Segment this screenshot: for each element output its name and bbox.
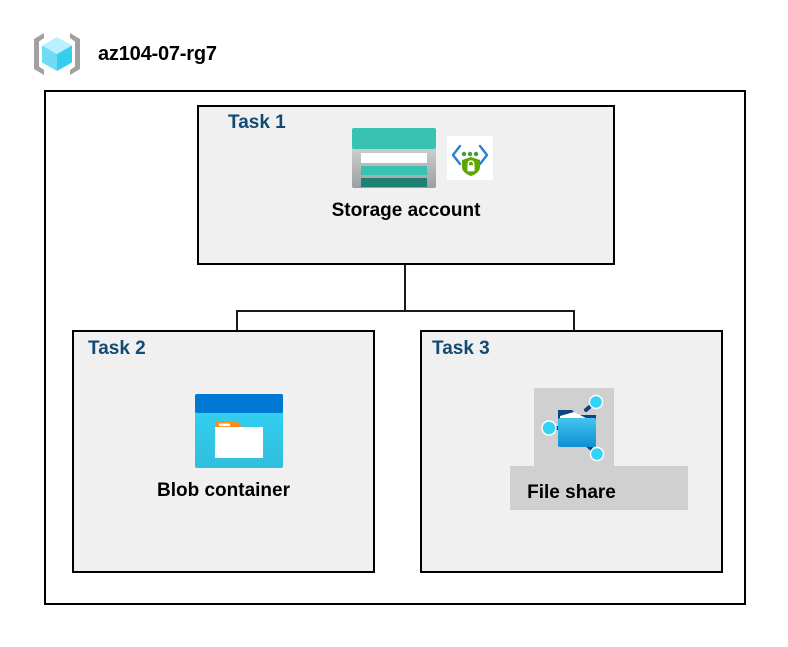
storage-account-icon [350,126,438,190]
resource-group-header: az104-07-rg7 [30,26,330,82]
resource-group-icon [30,29,84,79]
secure-endpoint-shield-icon [447,136,493,180]
file-share-icon [538,392,610,464]
file-share-label: File share [527,482,616,503]
task-1-label: Task 1 [228,112,286,133]
connector-storage-trunk [404,226,406,311]
blob-container-label: Blob container [156,480,290,501]
connector-horizontal-bus [236,310,575,312]
task-2-label: Task 2 [88,338,146,359]
file-share-label-backdrop [510,466,688,510]
page-title: az104-07-rg7 [98,42,217,65]
storage-account-label: Storage account [331,200,481,221]
blob-container-icon [193,392,285,470]
task-3-label: Task 3 [432,338,490,359]
